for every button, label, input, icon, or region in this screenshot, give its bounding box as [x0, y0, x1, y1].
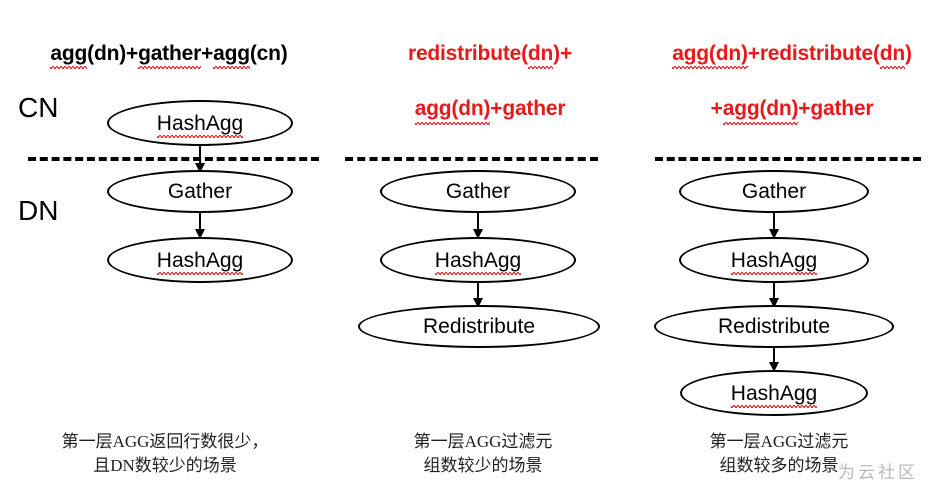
- node-hashagg-col3[interactable]: HashAgg: [679, 237, 869, 283]
- arrow-col1-1: [199, 144, 201, 172]
- node-label: HashAgg: [156, 111, 244, 138]
- node-label: Gather: [741, 180, 807, 203]
- zone-label-cn: CN: [18, 92, 59, 123]
- node-label: Gather: [167, 180, 233, 203]
- node-redistribute-col3[interactable]: Redistribute: [654, 305, 894, 348]
- arrow-col1-2: [199, 212, 201, 238]
- node-label: HashAgg: [730, 248, 818, 275]
- title-token-aggdn3: agg(dn): [722, 95, 798, 125]
- arrow-col2-2: [477, 282, 479, 307]
- node-gather-col1[interactable]: Gather: [107, 170, 293, 213]
- node-hashagg-col2[interactable]: HashAgg: [380, 237, 576, 283]
- title-token-dn: dn: [527, 40, 554, 70]
- title-token-aggdn: agg(dn): [414, 95, 490, 125]
- zone-label-dn: DN: [18, 195, 59, 226]
- column-title-3-line1: agg(dn)+redistribute(dn): [636, 40, 948, 70]
- column-title-3-line2: +agg(dn)+gather: [636, 95, 948, 125]
- arrow-col2-1: [477, 212, 479, 238]
- column-title-1: agg(dn)+gather+agg(cn): [14, 12, 324, 70]
- caption-col2: 第一层AGG过滤元 组数较少的场景: [413, 432, 553, 476]
- title-token-gather: gather: [138, 40, 201, 70]
- node-gather-col3[interactable]: Gather: [679, 170, 869, 213]
- title-token-agg: agg: [50, 40, 87, 70]
- node-label: HashAgg: [434, 248, 522, 275]
- title-token-agg3: agg(dn): [672, 40, 748, 70]
- node-hashagg-dn-col1[interactable]: HashAgg: [107, 237, 293, 283]
- column-title-2: redistribute(dn)+ agg(dn)+gather: [340, 12, 640, 151]
- cn-dn-separator-3: [655, 157, 921, 161]
- title-token-agg2: agg: [213, 40, 250, 70]
- arrow-col3-1: [773, 212, 775, 238]
- arrow-col3-3: [773, 347, 775, 371]
- arrow-col3-2: [773, 282, 775, 307]
- node-hashagg-bottom-col3[interactable]: HashAgg: [680, 370, 868, 416]
- node-redistribute-col2[interactable]: Redistribute: [358, 305, 600, 348]
- node-label: HashAgg: [730, 381, 818, 408]
- title-token-dn3: dn: [879, 40, 906, 70]
- node-label: Redistribute: [717, 315, 831, 338]
- caption-col1: 第一层AGG返回行数很少， 且DN数较少的场景: [61, 432, 269, 476]
- node-label: Redistribute: [422, 315, 536, 338]
- node-gather-col2[interactable]: Gather: [380, 170, 576, 213]
- node-label: Gather: [445, 180, 511, 203]
- cn-dn-separator-2: [345, 157, 598, 161]
- caption-col3: 第一层AGG过滤元 组数较多的场景: [709, 432, 849, 476]
- column-title-2-line2: agg(dn)+gather: [340, 95, 640, 125]
- node-hashagg-cn-col1[interactable]: HashAgg: [107, 100, 293, 146]
- cn-dn-separator-1: [28, 157, 319, 161]
- node-label: HashAgg: [156, 248, 244, 275]
- column-title-2-line1: redistribute(dn)+: [340, 40, 640, 70]
- column-title-3: agg(dn)+redistribute(dn) +agg(dn)+gather: [636, 12, 948, 151]
